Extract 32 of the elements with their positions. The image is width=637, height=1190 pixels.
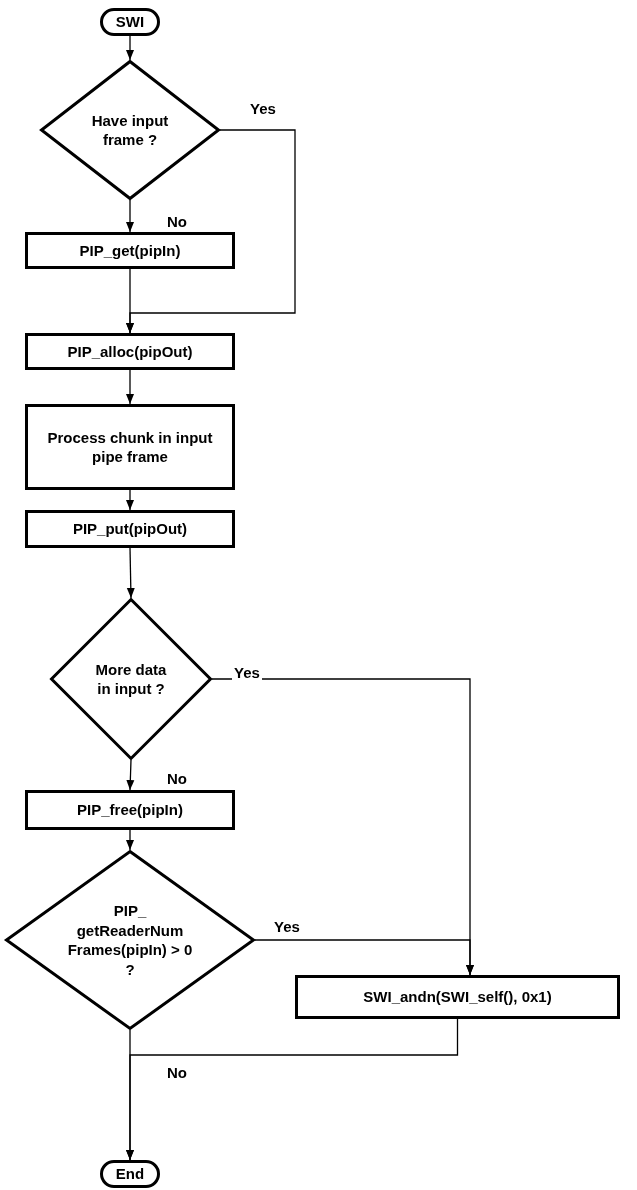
decision-diamond bbox=[50, 598, 212, 760]
decision-diamond bbox=[5, 850, 255, 1030]
node-label: PIP_ getReaderNum Frames(pipIn) > 0 ? bbox=[66, 901, 194, 979]
arrow bbox=[126, 547, 135, 599]
arrow bbox=[126, 489, 134, 511]
node-label: PIP_alloc(pipOut) bbox=[67, 341, 193, 362]
node-label: SWI_andn(SWI_self(), 0x1) bbox=[363, 987, 552, 1007]
arrow bbox=[126, 759, 135, 791]
decision-diamond bbox=[40, 60, 220, 200]
node-label: PIP_free(pipIn) bbox=[77, 800, 183, 820]
node-label: More data in input ? bbox=[94, 659, 168, 699]
arrow bbox=[126, 268, 134, 334]
arrow bbox=[254, 939, 474, 976]
node-label: PIP_put(pipOut) bbox=[72, 519, 188, 539]
process-box bbox=[295, 975, 620, 1019]
node-label: Have input frame ? bbox=[90, 110, 170, 150]
arrow bbox=[126, 35, 134, 61]
node-label: SWI bbox=[115, 12, 145, 32]
process-box bbox=[25, 333, 235, 370]
process-box bbox=[25, 232, 235, 269]
arrow bbox=[126, 199, 134, 233]
node-label: PIP_get(pipIn) bbox=[79, 240, 181, 261]
process-box bbox=[25, 404, 235, 490]
terminator bbox=[100, 1160, 160, 1188]
arrow bbox=[126, 369, 134, 405]
process-box bbox=[25, 790, 235, 830]
node-label: Process chunk in input pipe frame bbox=[46, 427, 214, 467]
node-label: End bbox=[115, 1164, 145, 1184]
arrow bbox=[126, 1018, 459, 1161]
process-box bbox=[25, 510, 235, 548]
terminator bbox=[100, 8, 160, 36]
arrow bbox=[126, 829, 134, 851]
